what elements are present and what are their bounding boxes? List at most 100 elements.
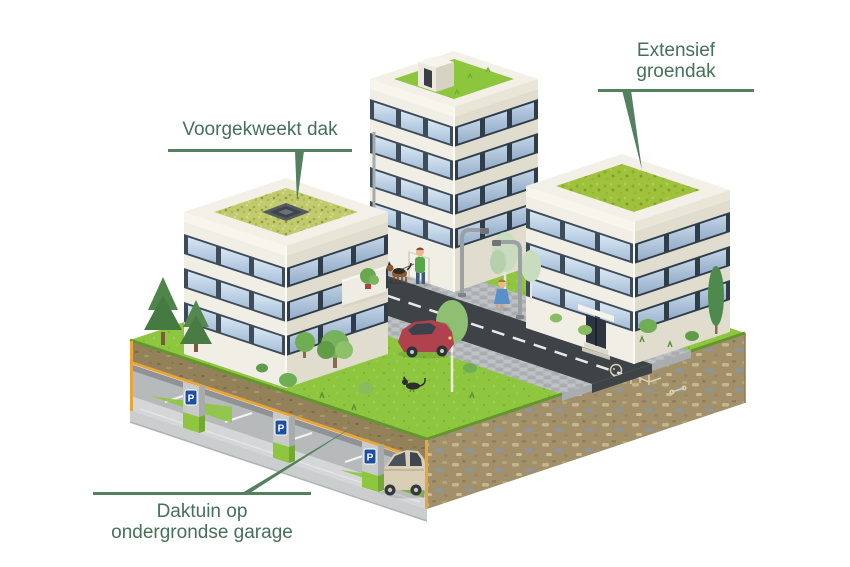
window <box>600 234 630 261</box>
window <box>374 102 396 126</box>
parking-sign <box>184 389 198 406</box>
window <box>374 136 396 160</box>
window <box>565 223 595 249</box>
bush <box>578 325 592 335</box>
ceiling-trim <box>129 360 428 463</box>
window <box>600 268 630 295</box>
man-walking-dog <box>386 247 428 287</box>
parking-sign-letter: P <box>188 394 195 405</box>
rooftop-door <box>424 68 432 88</box>
cross-section: P P P <box>129 331 746 522</box>
window <box>374 170 396 194</box>
windows-sw <box>184 234 286 356</box>
leader-extensive <box>622 90 642 170</box>
window <box>221 248 249 274</box>
bush <box>358 382 374 394</box>
window <box>638 236 664 261</box>
window <box>323 248 351 274</box>
garage-pillar: P <box>183 382 205 433</box>
dog <box>386 261 412 283</box>
balcony <box>341 266 387 309</box>
red-car <box>398 320 454 359</box>
window <box>600 302 630 329</box>
window <box>356 305 384 331</box>
bush <box>463 363 477 373</box>
window <box>512 136 534 160</box>
window <box>669 225 695 251</box>
left-building <box>184 178 388 388</box>
window <box>669 259 695 285</box>
parking-sign <box>363 448 377 465</box>
rooftop-access-box <box>418 56 454 92</box>
label-extensive-line1: Extensief <box>636 40 716 61</box>
leader-lines <box>242 90 642 493</box>
garage-pillar: P <box>273 412 295 463</box>
window <box>638 270 664 295</box>
window <box>458 188 480 212</box>
window <box>428 188 450 212</box>
window <box>485 145 507 169</box>
road-cut <box>592 364 652 393</box>
window <box>485 213 507 237</box>
window <box>254 259 282 285</box>
garden-tree <box>295 332 315 358</box>
bush <box>550 313 562 323</box>
window <box>401 145 423 169</box>
soil-layer <box>130 340 427 461</box>
label-pregrown-roof-text: Voorgekweekt dak <box>182 119 338 140</box>
window <box>512 102 534 126</box>
black-cat <box>402 376 426 390</box>
bush <box>685 331 699 341</box>
woman-pedestrian <box>494 279 510 311</box>
right-building <box>526 154 730 364</box>
grass-edge-lip <box>690 331 746 353</box>
garage-pillar: P <box>362 441 384 492</box>
slim-tree <box>708 266 724 334</box>
window <box>401 213 423 237</box>
bush <box>256 363 268 373</box>
garden-tree <box>317 330 353 368</box>
parking-sign <box>274 419 288 436</box>
parking-sign-letter: P <box>367 453 374 464</box>
bush <box>639 319 657 333</box>
window <box>428 120 450 144</box>
window <box>428 154 450 178</box>
label-roof-garden-line1: Daktuin op <box>156 501 248 522</box>
birch-tree <box>521 250 541 302</box>
earth-cross-section <box>427 333 745 509</box>
leader-roof-garden <box>242 423 359 493</box>
roof-skylight <box>262 203 310 221</box>
grass-edge-lip <box>129 338 428 441</box>
sidewalk-cut <box>562 384 592 401</box>
window <box>669 293 695 319</box>
extensive-green-roof <box>556 164 700 212</box>
window <box>530 245 560 272</box>
plant-pot <box>365 284 371 289</box>
window <box>530 279 560 306</box>
street-lamp <box>492 240 524 320</box>
window <box>188 271 216 297</box>
beige-car <box>376 450 432 499</box>
window <box>290 259 318 285</box>
window <box>401 179 423 203</box>
label-extensive-line2: groendak <box>636 61 716 82</box>
window <box>458 120 480 144</box>
fossils <box>609 363 687 395</box>
window <box>530 211 560 238</box>
leader-pregrown <box>295 151 304 202</box>
window <box>700 215 726 240</box>
window <box>485 179 507 203</box>
entrance <box>578 304 614 360</box>
grass-edge-lip <box>426 392 563 441</box>
pine-tree <box>180 300 212 352</box>
window <box>221 282 249 308</box>
window <box>221 316 249 342</box>
sidewalk-cut <box>652 351 691 371</box>
bush <box>279 373 297 387</box>
window <box>458 154 480 178</box>
entrance-steps <box>584 342 608 355</box>
windows-sw <box>370 99 454 249</box>
window <box>254 327 282 353</box>
window <box>290 293 318 319</box>
